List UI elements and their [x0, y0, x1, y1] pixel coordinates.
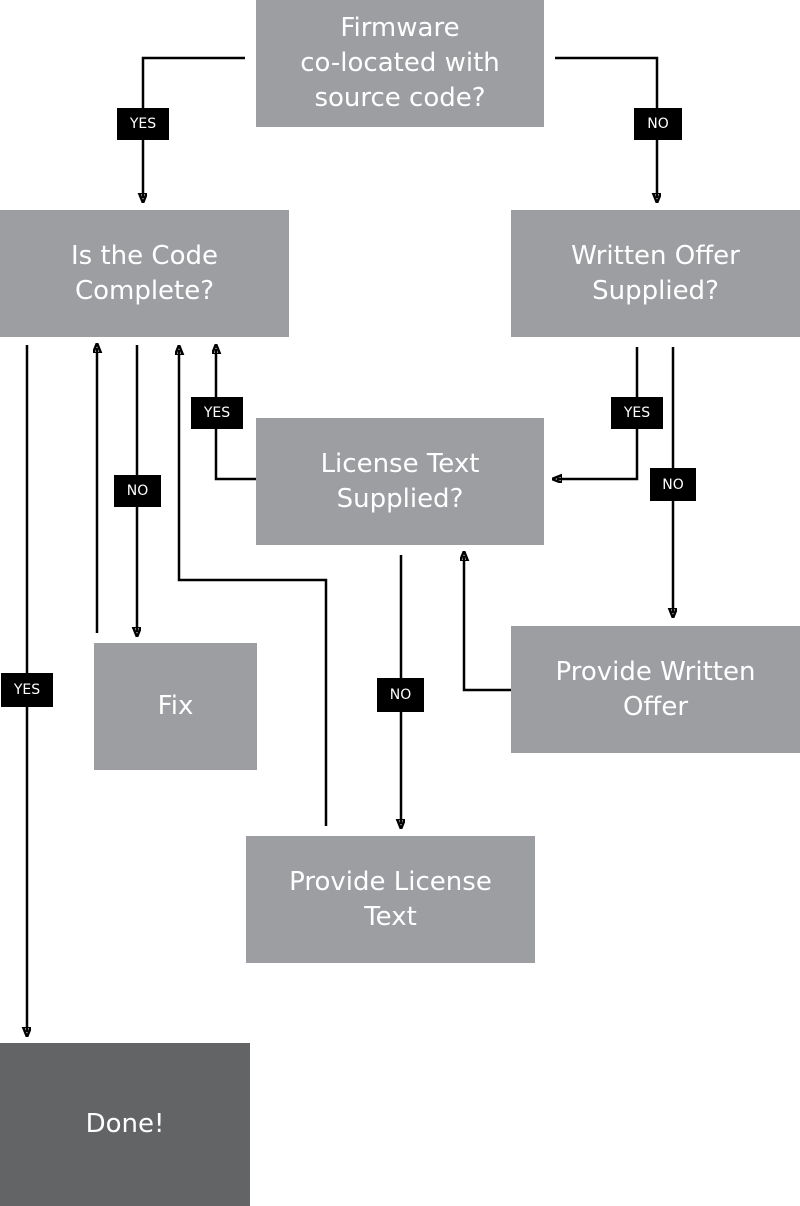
node-fix: Fix	[94, 643, 257, 770]
edge-label-offer-yes: YES	[611, 397, 663, 429]
edge-label-code-yes: YES	[1, 673, 53, 707]
edge-offer-yes	[557, 347, 639, 479]
node-license-text: License Text Supplied?	[256, 418, 544, 545]
node-provide-written-offer: Provide Written Offer	[511, 626, 800, 753]
node-code-complete: Is the Code Complete?	[0, 210, 289, 337]
node-code-complete-label: Is the Code Complete?	[71, 240, 218, 306]
node-provide-license-text: Provide License Text	[246, 836, 535, 963]
node-provide-license-text-label: Provide License Text	[289, 866, 492, 932]
node-license-text-label: License Text Supplied?	[320, 448, 480, 514]
edge-label-firmware-yes: YES	[117, 108, 169, 140]
edge-firmware-no	[555, 56, 657, 198]
edge-label-code-no: NO	[114, 475, 161, 507]
node-written-offer-label: Written Offer Supplied?	[571, 240, 740, 306]
edge-firmware-yes	[143, 56, 245, 198]
node-firmware-label: Firmware co-located with source code?	[300, 13, 500, 113]
edge-license-yes	[216, 349, 256, 481]
edge-label-offer-no: NO	[650, 468, 696, 501]
node-firmware-colocated: Firmware co-located with source code?	[256, 0, 544, 127]
edge-label-firmware-no: NO	[634, 108, 682, 140]
node-provide-written-offer-label: Provide Written Offer	[555, 656, 756, 722]
node-written-offer: Written Offer Supplied?	[511, 210, 800, 337]
edge-written-offer-return	[464, 556, 511, 692]
node-done: Done!	[0, 1043, 250, 1206]
edge-label-license-yes: YES	[191, 397, 243, 429]
node-fix-label: Fix	[157, 691, 194, 721]
edge-license-text-return	[179, 350, 328, 826]
edge-label-license-no: NO	[377, 678, 424, 712]
node-done-label: Done!	[85, 1109, 165, 1139]
